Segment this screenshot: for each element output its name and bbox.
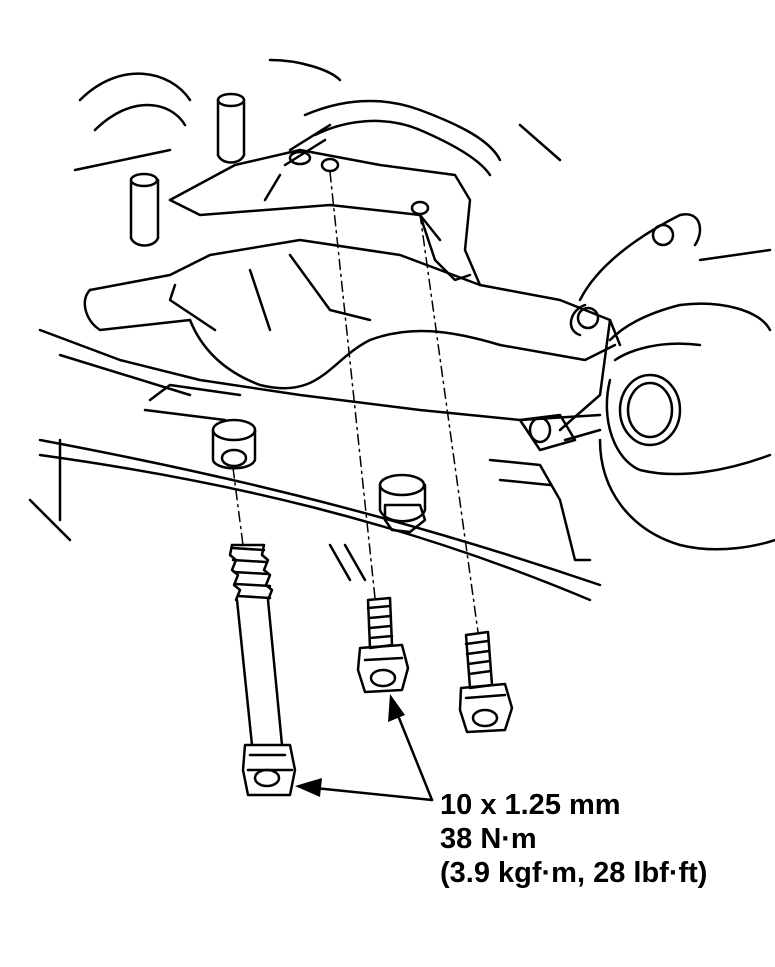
arrowheads — [295, 694, 405, 797]
housing-right — [488, 212, 775, 562]
torque-nm-label: 38 N·m — [440, 823, 537, 855]
installation-guides — [232, 171, 479, 633]
long-bolt — [228, 543, 297, 797]
middle-bolt — [356, 596, 410, 694]
bracket-upper — [168, 148, 482, 287]
dowel-pins — [129, 92, 246, 247]
engine-block-outline — [28, 58, 772, 602]
bolt-size-label: 10 x 1.25 mm — [440, 789, 621, 821]
arrowhead-long-bolt — [295, 778, 322, 797]
torque-callout: 10 x 1.25 mm 38 N·m (3.9 kgf·m, 28 lbf·f… — [440, 788, 707, 890]
callout-leaders — [313, 706, 434, 802]
arrowhead-middle-bolt — [388, 694, 405, 722]
hose-line — [283, 99, 502, 177]
bracket-body — [38, 238, 622, 432]
mount-boss — [211, 418, 427, 534]
torque-alt-label: (3.9 kgf·m, 28 lbf·ft) — [440, 857, 708, 889]
right-bolt — [458, 630, 514, 734]
